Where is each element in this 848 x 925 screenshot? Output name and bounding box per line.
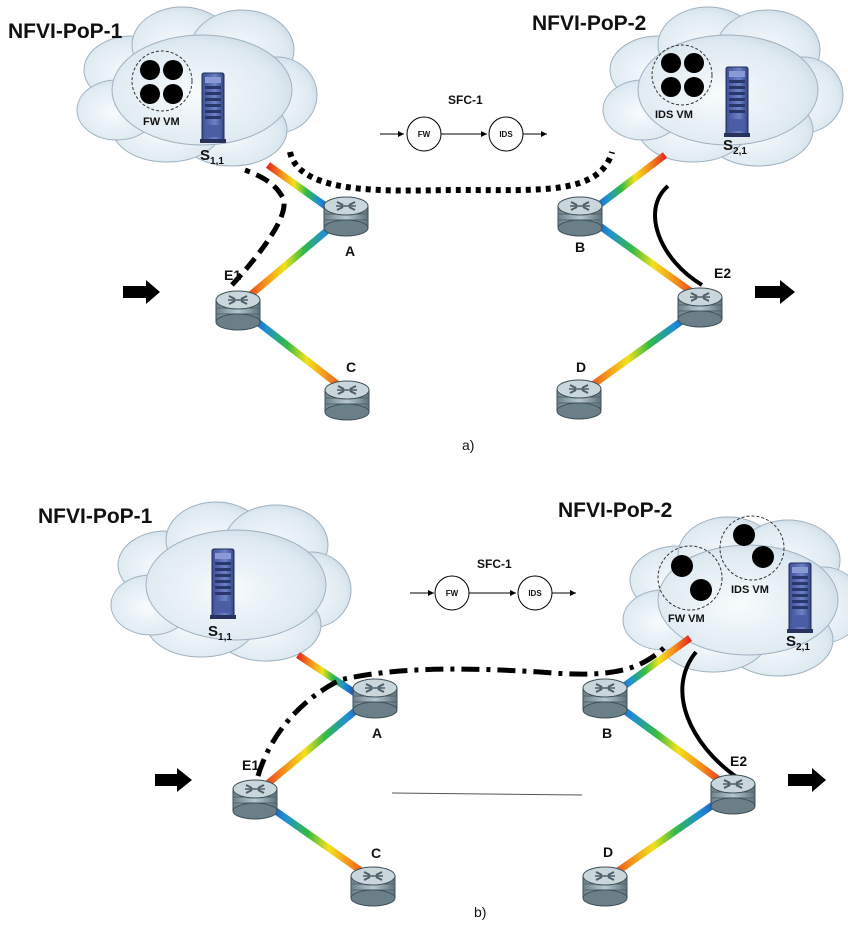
sfc-chain: SFC-1 FW IDS [380,93,547,152]
pop-title: NFVI-PoP-2 [558,499,672,522]
divider-line [391,792,583,796]
server-label: S1,1 [208,623,232,643]
vm-circle-icon [733,524,755,546]
pop-title: NFVI-PoP-2 [532,12,646,35]
sfc-path-dotted [287,151,615,194]
vm-circle-icon [690,579,712,601]
vm-group [657,545,723,611]
server-icon [199,72,227,144]
vm-group [131,50,193,112]
node-label: C [371,845,381,861]
vm-circle-icon [163,60,183,80]
sfc-function: FW [446,589,459,598]
node-label: E2 [714,265,731,281]
panel-b: NFVI-PoP-1 NFVI-PoP-2 S1,1 S2,1 FW VM ID… [38,499,848,920]
router-icon [556,379,602,420]
vm-circle-icon [684,53,704,73]
server-icon [209,548,237,620]
pop-title: NFVI-PoP-1 [8,20,123,43]
node-label: A [372,725,382,741]
sfc-path-dashdot [255,642,670,777]
vm-group [719,515,785,581]
node-label: D [576,359,586,375]
sfc-chain: SFC-1 FW IDS [410,557,576,611]
vm-label: IDS VM [731,584,769,596]
server-label: S2,1 [723,137,747,157]
router-icon [710,774,756,815]
node-label: E2 [730,753,747,769]
network-links [148,152,786,399]
server-label: S1,1 [200,147,224,167]
vm-circle-icon [671,555,693,577]
panel-a: NFVI-PoP-1 NFVI-PoP-2 FW VM IDS VM S1,1 … [8,6,844,453]
router-icon [323,196,369,237]
node-label: D [603,844,613,860]
node-label: B [575,239,585,255]
router-icon [352,678,398,719]
sfc-function: IDS [499,130,513,139]
router-icon [350,866,396,907]
sfc-title: SFC-1 [477,557,512,571]
panel-label: b) [474,904,486,920]
router-icon [677,287,723,328]
arrow-icon [155,768,192,792]
vm-label: FW VM [668,613,705,625]
node-label: A [345,243,355,259]
vm-circle-icon [140,60,160,80]
vm-circle-icon [140,84,160,104]
sfc-function: IDS [528,589,542,598]
arrow-icon [755,280,795,304]
sfc-function: FW [418,130,431,139]
sfc-title: SFC-1 [448,93,483,107]
node-label: C [346,359,356,375]
router-icon [582,678,628,719]
server-icon [786,562,814,634]
vm-label: FW VM [143,116,180,128]
router-icon [557,196,603,237]
vm-label: IDS VM [655,109,693,121]
vm-circle-icon [163,84,183,104]
vm-circle-icon [661,53,681,73]
router-icon [215,290,261,331]
sfc-path-solid [653,184,704,287]
arrow-icon [788,768,826,792]
vm-group [651,44,713,106]
router-icon [582,866,628,907]
arrow-icon [123,280,160,304]
node-label: E1 [242,757,259,773]
node-label: B [602,725,612,741]
sfc-path-solid [680,650,740,780]
vm-circle-icon [752,546,774,568]
network-links [176,635,820,886]
router-icon [232,779,278,820]
vm-circle-icon [684,77,704,97]
panel-label: a) [462,437,474,453]
server-icon [723,66,751,138]
vm-circle-icon [661,77,681,97]
server-label: S2,1 [786,633,810,653]
pop-title: NFVI-PoP-1 [38,505,153,528]
router-icon [324,380,370,421]
sfc-path-dashed [230,167,287,287]
node-label: E1 [224,267,241,283]
